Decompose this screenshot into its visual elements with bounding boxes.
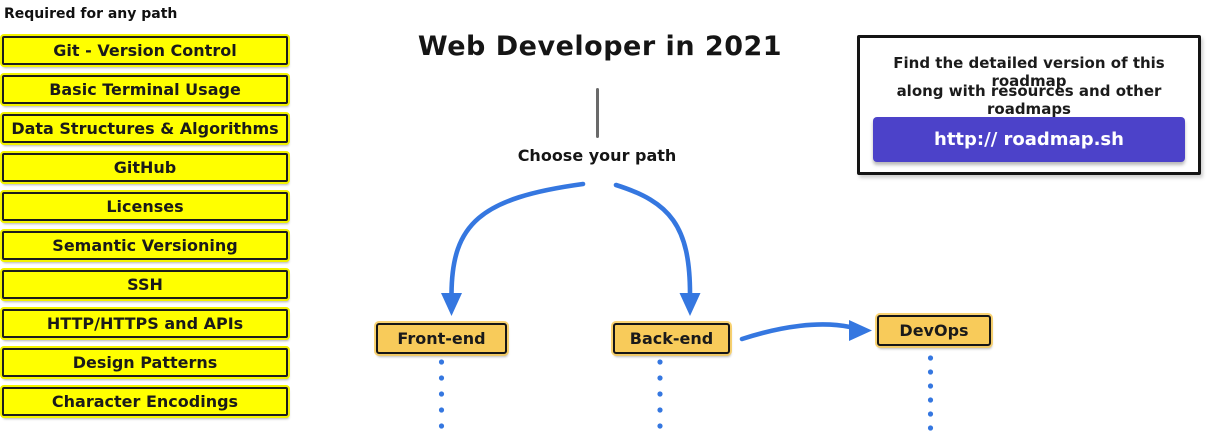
choose-path-label: Choose your path	[517, 146, 677, 165]
info-box-text-line2: along with resources and other roadmaps	[896, 82, 1162, 118]
arrow-devops	[739, 322, 853, 342]
required-topic-dsa[interactable]: Data Structures & Algorithms	[2, 114, 288, 143]
required-topic-http[interactable]: HTTP/HTTPS and APIs	[2, 309, 288, 338]
required-panel: Required for any path Git - Version Cont…	[2, 4, 288, 426]
dotted-line-frontend	[438, 359, 445, 429]
arrowhead-frontend	[441, 293, 462, 316]
required-panel-heading: Required for any path	[4, 6, 178, 22]
required-topic-licenses[interactable]: Licenses	[2, 192, 288, 221]
required-topic-git[interactable]: Git - Version Control	[2, 36, 288, 65]
arrowhead-devops	[849, 320, 872, 341]
required-topic-design-patterns[interactable]: Design Patterns	[2, 348, 288, 377]
info-box: Find the detailed version of this roadma…	[857, 35, 1201, 175]
path-node-devops[interactable]: DevOps	[877, 315, 991, 346]
arrow-backend	[613, 182, 693, 297]
path-node-backend[interactable]: Back-end	[613, 323, 730, 354]
arrowhead-backend	[679, 293, 701, 316]
dotted-line-backend	[657, 359, 663, 429]
info-box-text-line1: Find the detailed version of this roadma…	[893, 54, 1165, 90]
dotted-line-devops	[927, 355, 934, 431]
roadmap-link-button[interactable]: http:// roadmap.sh	[873, 117, 1185, 162]
required-topic-encodings[interactable]: Character Encodings	[2, 387, 288, 416]
required-topic-terminal[interactable]: Basic Terminal Usage	[2, 75, 288, 104]
title-connector-line	[596, 88, 599, 138]
path-node-frontend[interactable]: Front-end	[376, 323, 507, 354]
required-topic-semver[interactable]: Semantic Versioning	[2, 231, 288, 260]
arrow-frontend	[449, 181, 586, 297]
page-title: Web Developer in 2021	[417, 31, 783, 62]
required-topic-github[interactable]: GitHub	[2, 153, 288, 182]
required-topic-ssh[interactable]: SSH	[2, 270, 288, 299]
